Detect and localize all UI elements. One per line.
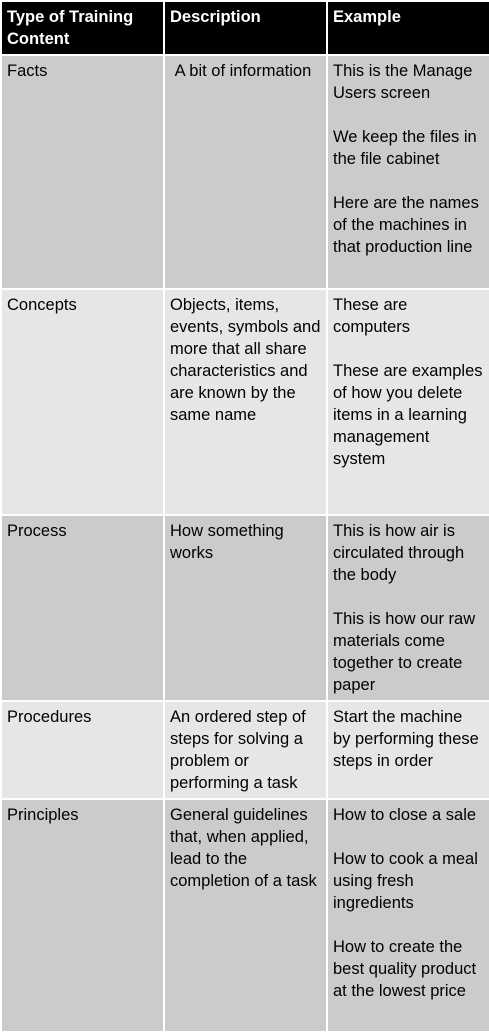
table-row-principles: Principles General guidelines that, when…	[0, 798, 489, 1033]
header-description: Description	[163, 0, 328, 56]
example-text: This is the Manage Users screen	[333, 62, 473, 102]
cell-example: How to close a sale How to cook a meal u…	[326, 798, 489, 1033]
cell-type: Principles	[0, 798, 165, 1033]
cell-type: Procedures	[0, 700, 165, 800]
cell-example: This is the Manage Users screen We keep …	[326, 54, 489, 290]
example-text: This is how air is circulated through th…	[333, 522, 465, 584]
example-text: We keep the files in the file cabinet	[333, 128, 477, 168]
example-text: These are examples of how you delete ite…	[333, 362, 483, 468]
cell-description: Objects, items, events, symbols and more…	[163, 288, 328, 516]
cell-example: These are computers These are examples o…	[326, 288, 489, 516]
cell-type: Process	[0, 514, 165, 702]
cell-description: An ordered step of steps for solving a p…	[163, 700, 328, 800]
header-type: Type of Training Content	[0, 0, 165, 56]
cell-type: Concepts	[0, 288, 165, 516]
table-row-concepts: Concepts Objects, items, events, symbols…	[0, 288, 489, 516]
example-text: This is how our raw materials come toget…	[333, 610, 476, 694]
header-row: Type of Training Content Description Exa…	[0, 0, 489, 56]
cell-example: This is how air is circulated through th…	[326, 514, 489, 702]
cell-example: Start the machine by performing these st…	[326, 700, 489, 800]
example-text: These are computers	[333, 296, 411, 336]
example-text: How to create the best quality product a…	[333, 938, 477, 1000]
example-text: How to close a sale	[333, 806, 477, 824]
example-text: How to cook a meal using fresh ingredien…	[333, 850, 478, 912]
cell-type: Facts	[0, 54, 165, 290]
cell-description: General guidelines that, when applied, l…	[163, 798, 328, 1033]
cell-description: A bit of information	[163, 54, 328, 290]
table-row-procedures: Procedures An ordered step of steps for …	[0, 700, 489, 800]
table-row-process: Process How something works This is how …	[0, 514, 489, 702]
table-row-facts: Facts A bit of information This is the M…	[0, 54, 489, 290]
cell-description: How something works	[163, 514, 328, 702]
example-text: Here are the names of the machines in th…	[333, 194, 479, 256]
header-example: Example	[326, 0, 489, 56]
example-text: Start the machine by performing these st…	[333, 708, 479, 770]
